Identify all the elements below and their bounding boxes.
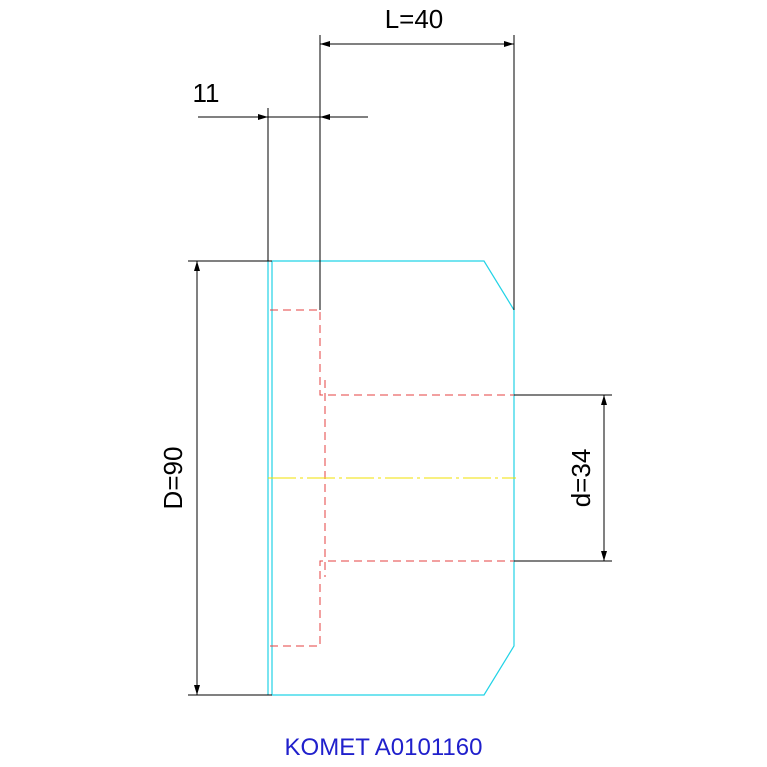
offset-dimension [198, 108, 368, 261]
caption: KOMET A0101160 [284, 734, 483, 761]
bore-diameter-label: d=34 [566, 449, 596, 508]
length-dimension [319, 35, 515, 310]
bore-diameter-dimension [514, 394, 612, 562]
length-label: L=40 [385, 4, 444, 34]
offset-label: 11 [193, 78, 220, 108]
outer-diameter-dimension [188, 260, 272, 696]
outer-diameter-label: D=90 [158, 447, 188, 510]
